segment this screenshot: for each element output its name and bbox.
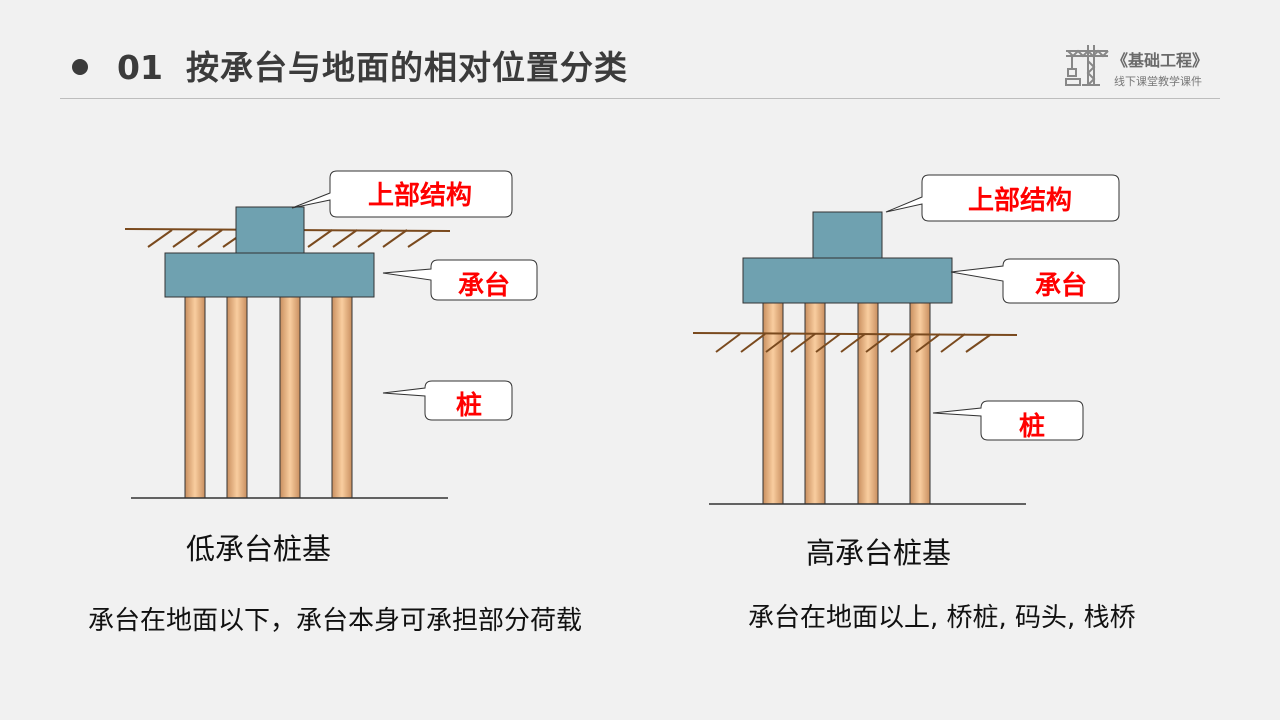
svg-text:上部结构: 上部结构 (368, 181, 472, 211)
callout-pile-right: 桩 (932, 400, 1084, 442)
low-cap-diagram: 上部结构 承台 桩 (124, 170, 538, 499)
svg-text:承台: 承台 (1035, 270, 1087, 301)
low-cap-description: 承台在地面以下，承台本身可承担部分荷载 (88, 606, 583, 636)
pile-cap (742, 257, 953, 304)
callout-pile-cap-left: 承台 (382, 259, 538, 301)
pile (184, 296, 206, 499)
callout-superstructure-right: 上部结构 (885, 174, 1120, 222)
high-cap-caption: 高承台桩基 (806, 536, 952, 570)
superstructure-block (812, 211, 883, 259)
svg-text:桩: 桩 (1019, 411, 1045, 442)
callout-pile-cap-right: 承台 (950, 258, 1120, 304)
svg-text:承台: 承台 (458, 270, 510, 301)
pile (331, 296, 353, 499)
ground-surface-right (692, 332, 1018, 353)
callout-superstructure-left: 上部结构 (291, 170, 513, 218)
pile (226, 296, 248, 499)
superstructure-block (235, 206, 305, 254)
svg-text:上部结构: 上部结构 (968, 186, 1072, 216)
tower-crane-icon (1065, 45, 1109, 86)
svg-text:桩: 桩 (456, 390, 482, 421)
high-cap-description: 承台在地面以上, 桥桩, 码头, 栈桥 (748, 603, 1136, 633)
logo-title: 《基础工程》 (1112, 51, 1209, 70)
low-cap-caption: 低承台桩基 (186, 532, 332, 566)
logo-subtitle: 线下课堂教学课件 (1114, 75, 1202, 88)
ground-surface-left (124, 228, 451, 248)
callout-pile-left: 桩 (382, 380, 513, 421)
pile-cap (164, 252, 375, 298)
bullet-icon (72, 59, 88, 75)
high-cap-diagram: 上部结构 承台 桩 (692, 174, 1120, 505)
pile (909, 302, 931, 505)
page-title: 按承台与地面的相对位置分类 (186, 48, 628, 87)
header-divider (60, 98, 1220, 99)
pile (279, 296, 301, 499)
section-number: 01 (117, 48, 163, 87)
